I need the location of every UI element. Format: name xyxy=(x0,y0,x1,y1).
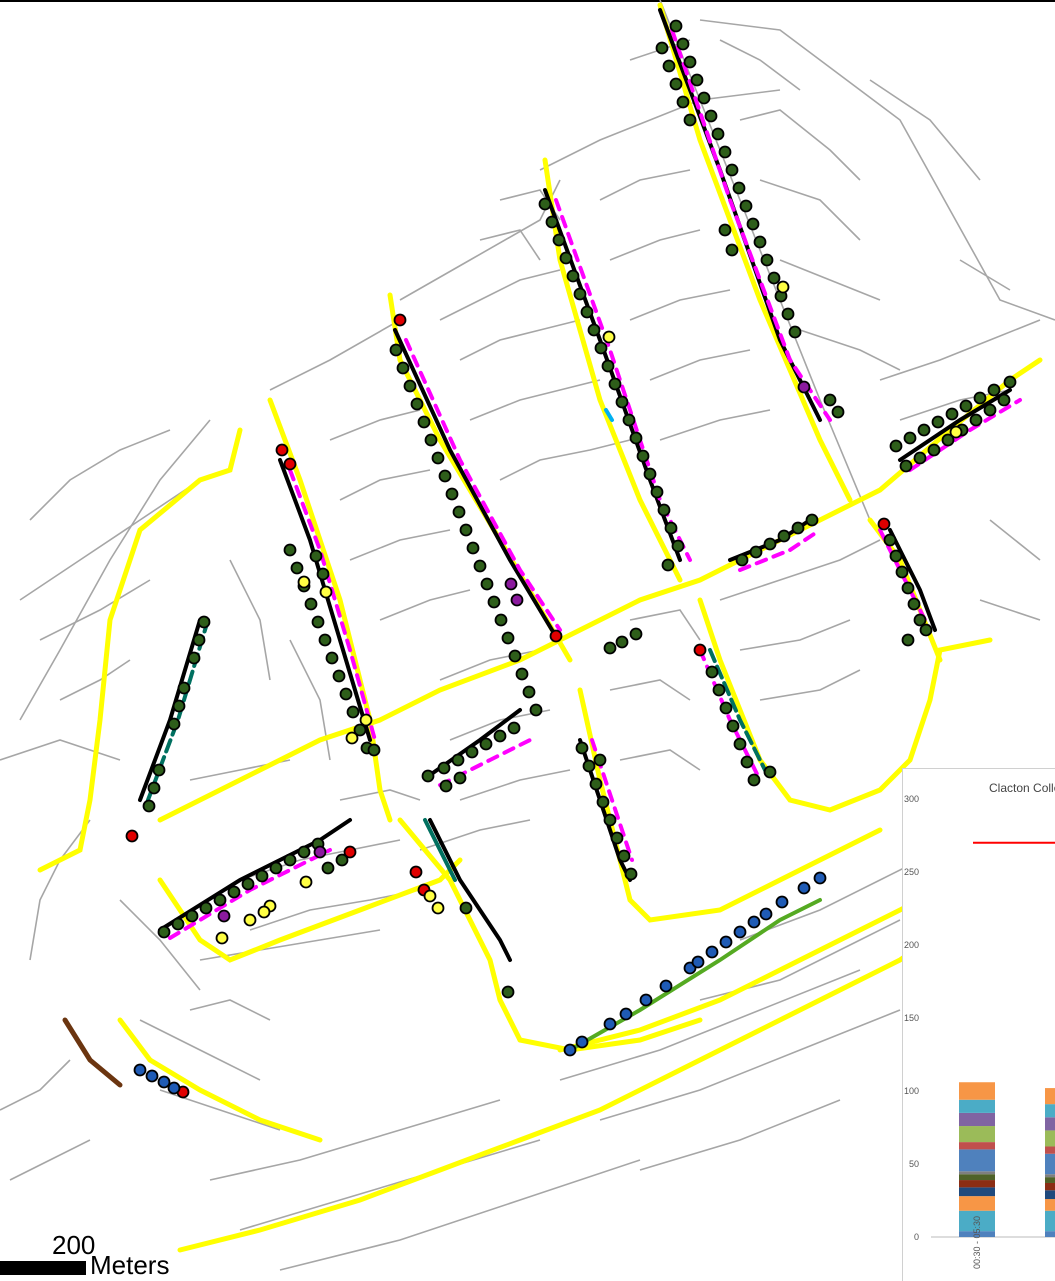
main-roads xyxy=(37,2,1043,1253)
bar-segment xyxy=(1045,1174,1055,1178)
bar-segment xyxy=(1045,1231,1055,1237)
bar-segment xyxy=(1045,1210,1055,1232)
chart-title: Clacton College xyxy=(989,781,1055,795)
bar-segment xyxy=(1045,1088,1055,1105)
scale-bar-graphic xyxy=(0,1261,86,1275)
markers-blue xyxy=(133,871,827,1095)
scale-value: 200 xyxy=(52,1230,96,1260)
bar-segment xyxy=(959,1196,995,1211)
bar-segment xyxy=(959,1112,995,1127)
bar-segment xyxy=(1045,1199,1055,1211)
bar-segment xyxy=(1045,1153,1055,1175)
bar-segment xyxy=(959,1210,995,1232)
bar-segment xyxy=(959,1142,995,1150)
y-tick-label: 50 xyxy=(909,1159,919,1169)
bar-segment xyxy=(1045,1182,1055,1191)
markers-red xyxy=(125,313,891,1099)
bar-segment xyxy=(1045,1130,1055,1147)
bar-segment xyxy=(1045,1117,1055,1131)
bar-segment xyxy=(959,1149,995,1172)
y-tick-label: 150 xyxy=(904,1013,919,1023)
bar-segment xyxy=(1045,1104,1055,1118)
markers-purple xyxy=(217,380,811,923)
bar-segment xyxy=(959,1171,995,1175)
y-tick-label: 300 xyxy=(904,794,919,804)
occupancy-chart: 0 50 100 150 200 250 300 00:30 - 05:30 Clacton … xyxy=(902,768,1055,1281)
markers-yellow xyxy=(215,280,963,945)
x-category-label: 00:30 - 05:30 xyxy=(972,1216,982,1269)
bar-segment xyxy=(959,1099,995,1113)
bar-segment xyxy=(1045,1146,1055,1154)
bar-segment xyxy=(1045,1190,1055,1200)
markers-green xyxy=(142,19,1017,999)
chart-canvas: 0 50 100 150 200 250 300 00:30 - 05:30 xyxy=(904,794,1055,1269)
y-tick-label: 250 xyxy=(904,867,919,877)
bar-segment xyxy=(959,1231,995,1237)
bar-segment xyxy=(959,1082,995,1100)
scale-unit: Meters xyxy=(90,1250,170,1280)
bar-segment xyxy=(959,1174,995,1181)
y-tick-label: 0 xyxy=(914,1232,919,1242)
y-tick-label: 200 xyxy=(904,940,919,950)
scale-bar-legend: 200 Meters xyxy=(0,1232,220,1280)
bar-segment xyxy=(959,1126,995,1143)
bar-segment xyxy=(1045,1177,1055,1183)
bar-segment xyxy=(959,1187,995,1197)
bar-segment xyxy=(959,1180,995,1188)
y-tick-label: 100 xyxy=(904,1086,919,1096)
